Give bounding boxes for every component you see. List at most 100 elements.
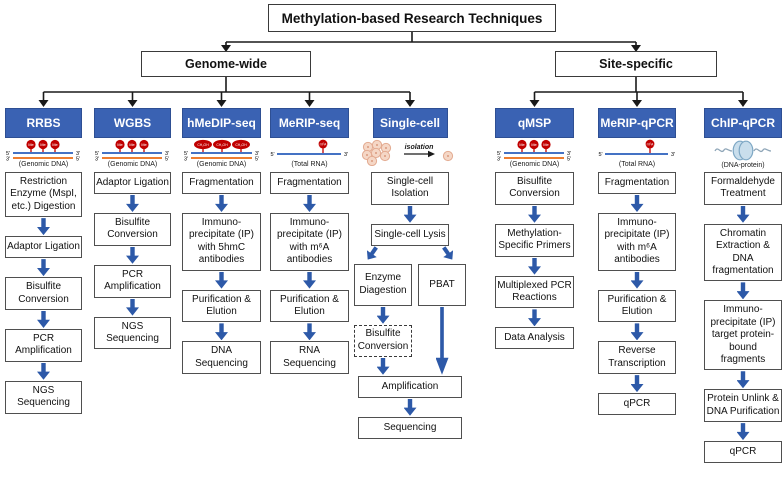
genomic-dna-icon: CH₂OH CH₂OH CH₂OH 5' 3' 3' 5' (Genomic D… [182,139,261,172]
step-box: Single-cell Lysis [371,223,449,246]
svg-text:5': 5' [598,152,602,158]
svg-text:Me: Me [117,142,123,147]
svg-text:5': 5' [165,157,169,162]
dna-double-strand-icon: Me Me Me 5' 3' 3' 5' [95,139,169,162]
rna-single-strand-icon: m⁶A 5' 3' [598,139,675,158]
step-box: Immuno-precipitate (IP) with 5hmC antibo… [182,213,261,271]
cell-speckles [366,144,387,162]
svg-text:m⁶A: m⁶A [320,143,327,147]
technique-header-merip-seq: MeRIP-seq [270,108,349,138]
step-box: Enzyme Diagestion [354,263,412,306]
svg-text:CH₂OH: CH₂OH [216,143,228,147]
cells-cluster-icon: isolation [361,139,454,166]
technique-header-merip-qpcr: MeRIP-qPCR [598,108,676,138]
step-box: Bisulfite Conversion [94,213,171,246]
down-arrow-icon [403,398,417,416]
down-arrow-icon [376,306,390,324]
dna-double-strand-icon: Me Me Me 5' 3' 3' 5' [497,139,571,162]
step-box: Multiplexed PCR Reactions [495,275,574,309]
svg-text:3': 3' [497,157,501,162]
down-arrow-icon [736,371,750,389]
technique-header-hmedip-seq: hMeDIP-seq [182,108,261,138]
technique-header-rrbs: RRBS [5,108,82,138]
total-rna-icon: m⁶A 5' 3' (Total RNA) [598,139,676,172]
dna-protein-icon: (DNA-protein) [713,139,773,172]
down-arrow-icon [736,205,750,223]
svg-text:Me: Me [543,142,549,147]
step-box: RNA Sequencing [270,341,349,375]
step-box-dashed: Bisulfite Conversion [354,324,412,357]
dna-hydroxymethyl-strand-icon: CH₂OH CH₂OH CH₂OH 5' 3' 3' 5' [184,139,259,162]
column-merip-seq: MeRIP-seq m⁶A 5' 3' (Total RNA) Fragment… [270,108,349,375]
svg-text:Me: Me [40,142,46,147]
svg-text:3': 3' [165,151,169,157]
down-arrow-icon [303,195,316,212]
technique-header-wgbs: WGBS [94,108,171,138]
step-box: Chromatin Extraction & DNA fragmentation [704,223,782,282]
step-box: PBAT [418,263,466,306]
down-arrow-icon [528,309,541,327]
step-box: Restriction Enzyme (MspI, etc.) Digestio… [5,172,82,218]
svg-text:3': 3' [255,151,259,157]
dna-squiggle-right [753,148,772,153]
down-arrow-icon [37,362,50,380]
step-box: Fragmentation [270,172,349,194]
down-arrow-icon [126,246,139,264]
step-box: Bisulfite Conversion [5,277,82,310]
nucleosome-icon [714,140,772,161]
sample-caption: (Genomic DNA) [18,161,69,168]
branch-pbat: PBAT [418,263,466,376]
step-box: Reverse Transcription [598,341,676,375]
step-box: Adaptor Ligation [5,236,82,259]
svg-text:3': 3' [76,151,80,157]
step-box: DNA Sequencing [182,341,261,375]
column-merip-qpcr: MeRIP-qPCR m⁶A 5' 3' (Total RNA) Fragmen… [598,108,676,416]
svg-text:Me: Me [28,142,34,147]
technique-header-qmsp: qMSP [495,108,574,138]
svg-text:3': 3' [671,152,675,158]
step-box: NGS Sequencing [94,316,171,350]
long-down-arrow-icon [435,306,449,375]
step-box: Immuno-precipitate (IP) with m⁶A antibod… [598,213,676,271]
down-arrow-icon [126,195,139,212]
svg-text:5': 5' [497,151,501,157]
step-box: Amplification [358,375,462,398]
svg-text:Me: Me [129,142,135,147]
step-box: Immuno-precipitate (IP) target protein-b… [704,300,782,371]
step-box: Sequencing [358,416,462,439]
down-arrow-icon [37,310,50,328]
svg-text:5': 5' [255,157,259,162]
page-title: Methylation-based Research Techniques [268,4,556,32]
genomic-dna-icon: Me Me Me 5' 3' 3' 5' (Genomic DNA) [5,139,82,172]
down-arrow-icon [215,271,228,289]
genomic-dna-icon: Me Me Me 5' 3' 3' 5' (Genomic DNA) [496,139,573,172]
technique-header-chip-qpcr: ChIP-qPCR [704,108,782,138]
svg-text:CH₂OH: CH₂OH [197,143,209,147]
branch-genome-wide: Genome-wide [141,51,311,77]
svg-text:3': 3' [95,157,99,162]
step-box: Purification & Elution [182,289,261,323]
down-arrow-icon [630,323,644,341]
step-box: Methylation-Specific Primers [495,223,574,257]
down-arrow-icon [528,205,541,223]
svg-text:5': 5' [95,151,99,157]
total-rna-icon: m⁶A 5' 3' (Total RNA) [270,139,349,172]
cell-isolation-icon: isolation [358,139,462,172]
column-chip-qpcr: ChIP-qPCR (DNA-protein) Formaldehyde Tre… [704,108,782,464]
svg-text:Me: Me [141,142,147,147]
down-arrow-icon [37,218,50,236]
down-arrow-icon [736,423,750,441]
isolation-arrowhead [428,150,435,158]
down-arrow-icon [303,271,316,289]
down-arrow-icon [528,257,541,275]
technique-header-single-cell: Single-cell [372,108,448,138]
column-wgbs: WGBS Me Me Me 5' 3' 3' 5' (Genomic DNA) … [94,108,171,350]
down-arrow-icon [215,323,228,341]
down-arrow-icon [376,357,390,375]
down-arrow-icon [403,205,417,223]
sample-caption: (DNA-protein) [721,162,765,169]
svg-text:m⁶A: m⁶A [647,143,654,147]
step-box: Purification & Elution [598,289,676,323]
branch-site-specific: Site-specific [555,51,717,77]
